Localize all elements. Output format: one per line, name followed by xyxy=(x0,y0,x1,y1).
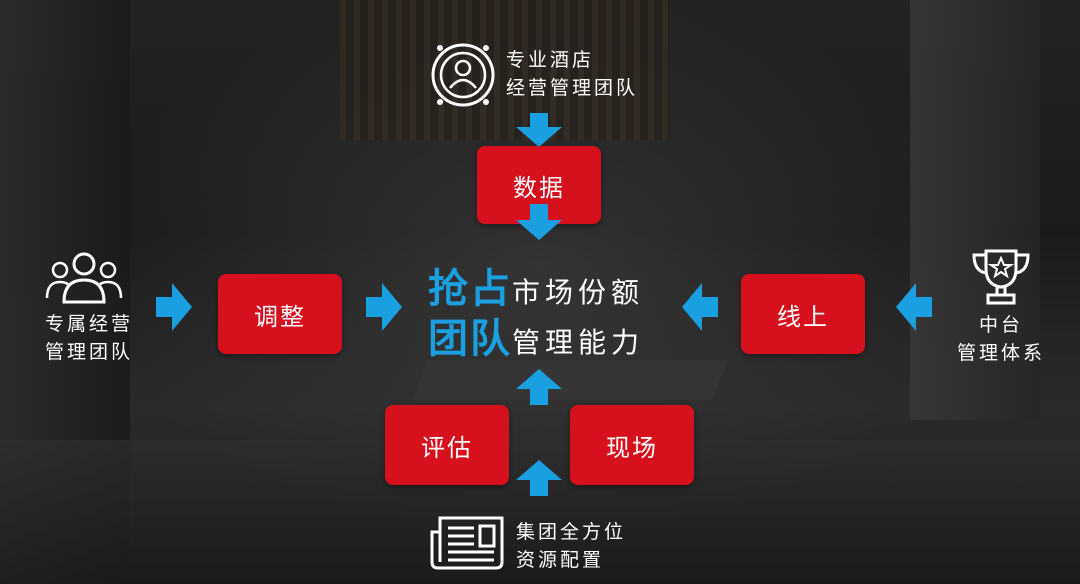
box-online-label: 线上 xyxy=(777,302,829,331)
arrow-online-left xyxy=(682,283,718,331)
center-highlight-2: 团队 xyxy=(428,316,512,362)
left-label-line2: 管理团队 xyxy=(44,341,133,363)
box-online: 线上 xyxy=(741,274,865,354)
arrow-data-down xyxy=(516,204,562,240)
center-line-1: 抢占市场份额 xyxy=(428,256,644,314)
arrow-right-left xyxy=(896,283,932,331)
left-label: 专属经营 管理团队 xyxy=(34,310,144,366)
arrow-top-down xyxy=(516,113,562,147)
background-table xyxy=(412,360,728,400)
right-label-line2: 管理体系 xyxy=(956,342,1045,364)
top-label-line1: 专业酒店 xyxy=(506,49,595,71)
center-text-1: 市场份额 xyxy=(512,276,645,309)
box-evaluate-label: 评估 xyxy=(421,433,473,462)
arrow-left-right xyxy=(156,283,192,331)
team-badge-icon xyxy=(431,43,495,107)
center-text-2: 管理能力 xyxy=(512,326,645,359)
top-label: 专业酒店 经营管理团队 xyxy=(506,46,638,102)
right-label-line1: 中台 xyxy=(978,314,1023,336)
box-adjust-label: 调整 xyxy=(254,302,306,331)
trophy-icon xyxy=(972,249,1030,305)
arrow-center-up xyxy=(516,369,562,405)
box-data-label: 数据 xyxy=(513,173,565,202)
right-label: 中台 管理体系 xyxy=(946,311,1056,367)
top-label-line2: 经营管理团队 xyxy=(506,77,639,99)
arrow-bottom-up xyxy=(516,460,562,496)
people-group-icon xyxy=(45,252,123,304)
newspaper-icon xyxy=(430,516,504,570)
center-line-2: 团队管理能力 xyxy=(428,306,644,364)
bottom-label-line2: 资源配置 xyxy=(516,549,605,571)
bottom-label: 集团全方位 资源配置 xyxy=(516,518,626,574)
box-onsite-label: 现场 xyxy=(606,433,658,462)
bottom-label-line1: 集团全方位 xyxy=(516,521,627,543)
left-label-line1: 专属经营 xyxy=(44,313,133,335)
center-highlight-1: 抢占 xyxy=(428,266,512,312)
box-onsite: 现场 xyxy=(570,405,694,485)
arrow-adjust-right xyxy=(366,283,402,331)
box-adjust: 调整 xyxy=(218,274,342,354)
box-evaluate: 评估 xyxy=(385,405,509,485)
